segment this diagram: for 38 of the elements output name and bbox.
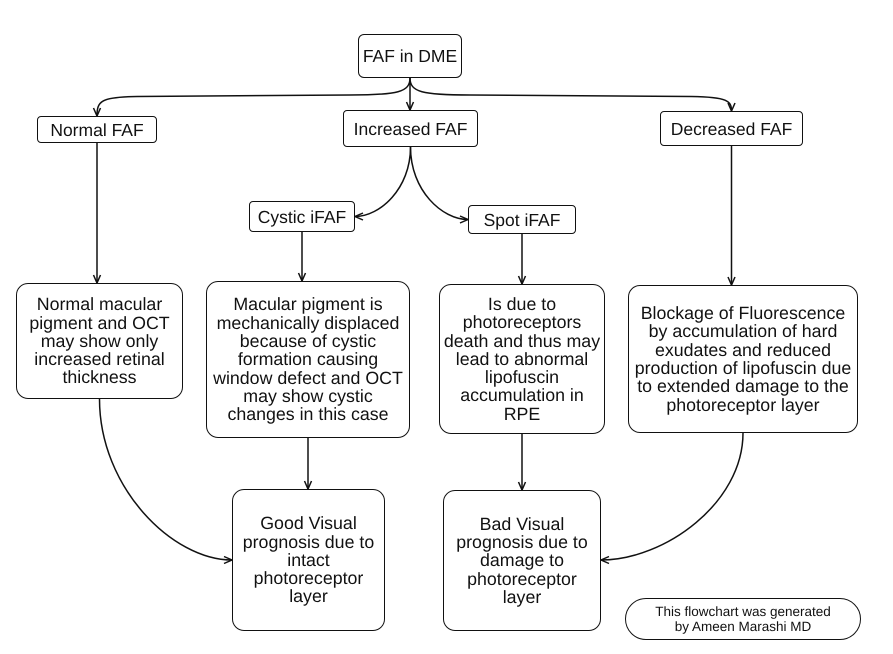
process-box — [660, 111, 803, 146]
node-text: Bad Visual prognosis due to damage to photoreceptor layer — [455, 514, 589, 606]
arrow — [600, 432, 744, 564]
node-text: Decreased FAF — [670, 118, 792, 138]
arrow — [98, 398, 233, 564]
node-text: Cystic iFAF — [258, 206, 346, 226]
arrow — [92, 78, 411, 117]
process-box — [439, 284, 605, 434]
arrow — [354, 146, 412, 220]
arrow — [410, 146, 469, 224]
process-box — [16, 283, 183, 399]
node-text: Macular pigment is mechanically displaced because of cystic formation causing window defect and OCT may show cystic changes in this case — [212, 295, 404, 424]
process-box — [343, 110, 478, 147]
credit-note — [625, 598, 861, 640]
node-text: Blockage of Fluorescence by accumulation of hard exudates and reduced production of lipofuscin due to extended damage to the photoreceptor layer — [634, 304, 852, 414]
node-text: Increased FAF — [354, 118, 468, 138]
process-box — [443, 490, 601, 631]
process-box — [358, 34, 462, 78]
node-text: Normal macular pigment and OCT may show only increased retinal thickness — [28, 295, 171, 387]
node-text: FAF in DME — [362, 46, 458, 66]
node-text: Spot iFAF — [484, 210, 560, 230]
process-box — [468, 205, 576, 234]
node-text: Good Visual prognosis due to intact photoreceptor layer — [242, 514, 376, 606]
process-box — [249, 201, 355, 232]
arrow — [409, 78, 736, 112]
arrow — [92, 143, 102, 284]
node-text: This flowchart was generated by Ameen Marashi MD — [654, 604, 832, 634]
node-text: Is due to photoreceptors death and thus may lead to abnormal lipofuscin accumulation in RPE — [442, 294, 602, 424]
process-box — [37, 116, 157, 143]
process-box — [232, 489, 385, 631]
process-box — [628, 285, 858, 433]
arrow — [304, 438, 312, 490]
arrow — [518, 234, 526, 285]
arrow — [298, 232, 306, 282]
process-box — [206, 281, 410, 438]
arrow — [518, 434, 526, 491]
node-text: Normal FAF — [50, 120, 144, 140]
arrow — [727, 146, 736, 286]
